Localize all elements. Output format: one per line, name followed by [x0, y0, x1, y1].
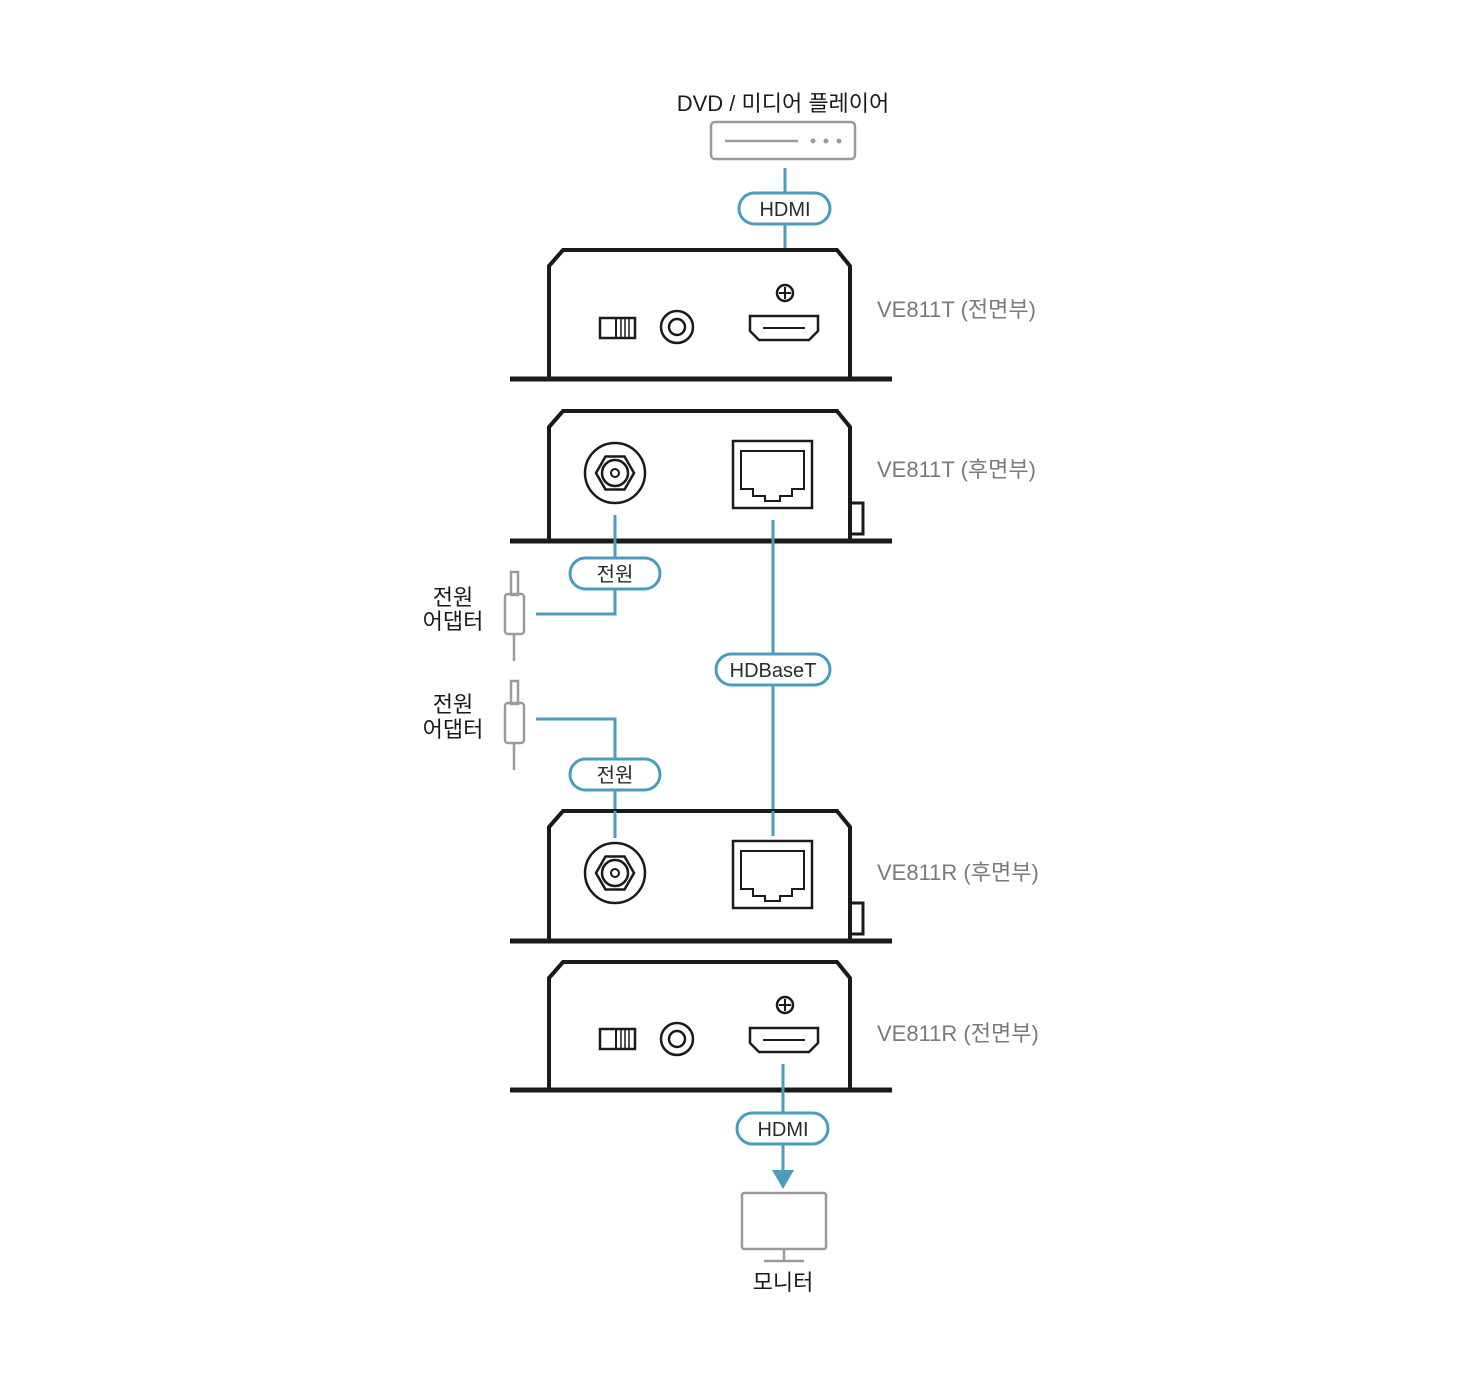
dvd-player-icon [709, 120, 857, 161]
tx-power-cable [536, 515, 617, 616]
tx-rear-label: VE811T (후면부) [877, 457, 1036, 482]
switch-icon [598, 316, 637, 340]
hdbaset-label: HDBaseT [730, 660, 817, 682]
hdmi-input-label: HDMI [759, 199, 810, 221]
power-jack-icon [583, 841, 647, 905]
audio-jack-icon [659, 1021, 695, 1057]
power-adapter-icon [503, 679, 526, 770]
rx-power-label: 전원 [597, 764, 634, 787]
hdmi-input-pill: HDMI [737, 191, 832, 226]
bottom-adapter-label-line2: 어댑터 [423, 717, 484, 742]
rj45-port-icon [731, 839, 814, 910]
rx-rear-label: VE811R (후면부) [877, 860, 1039, 885]
hdmi-output-label: HDMI [757, 1119, 808, 1141]
hdmi-port-icon [748, 1026, 820, 1054]
source-label: DVD / 미디어 플레이어 [677, 91, 890, 116]
rj45-port-icon [731, 439, 814, 510]
tx-front-panel [510, 248, 892, 382]
hdmi-port-icon [748, 314, 820, 342]
rx-rear-panel [510, 809, 892, 944]
bottom-adapter-label-line1: 전원 [433, 692, 473, 717]
screw-icon [775, 283, 795, 303]
hdbaset-pill: HDBaseT [714, 652, 832, 687]
top-adapter-label-line1: 전원 [433, 585, 473, 610]
rx-power-pill: 전원 [568, 757, 662, 792]
monitor-icon [740, 1191, 828, 1263]
screw-icon [775, 995, 795, 1015]
audio-jack-icon [659, 309, 695, 345]
hdmi-output-pill: HDMI [735, 1111, 830, 1146]
top-adapter-label-line2: 어댑터 [423, 609, 484, 634]
tx-power-pill: 전원 [568, 556, 662, 591]
tx-rear-panel [510, 409, 892, 544]
rx-power-cable [536, 717, 617, 840]
rx-front-panel [510, 960, 892, 1093]
tx-front-label: VE811T (전면부) [877, 297, 1036, 322]
tx-power-label: 전원 [597, 563, 634, 586]
power-adapter-icon [503, 570, 526, 661]
switch-icon [598, 1027, 637, 1051]
monitor-label: 모니터 [753, 1270, 814, 1295]
rx-front-label: VE811R (전면부) [877, 1021, 1039, 1046]
power-jack-icon [583, 441, 647, 505]
